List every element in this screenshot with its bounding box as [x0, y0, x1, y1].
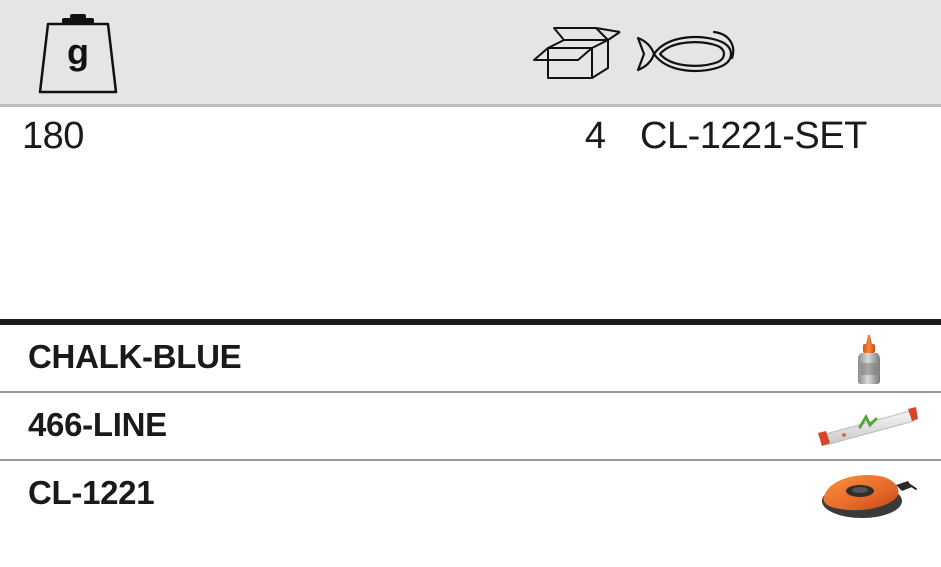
- weight-icon: [38, 14, 118, 94]
- parts-list-item: CL-1221: [0, 461, 941, 527]
- row-divider: [0, 459, 941, 461]
- package-quantity-value: 4: [584, 115, 606, 157]
- part-label-466-line: 466-LINE: [28, 406, 167, 443]
- header-band: [0, 0, 941, 104]
- open-box-icon: [533, 27, 621, 79]
- chalk-line-image: [818, 407, 918, 446]
- product-code-value: CL-1221-SET: [640, 115, 867, 157]
- part-label-chalk-blue: CHALK-BLUE: [28, 338, 242, 375]
- chalk-reel-image: [822, 475, 917, 518]
- weight-unit-label: g: [67, 31, 89, 72]
- fish-icon: [636, 30, 735, 72]
- chalk-bottle-image: [858, 335, 880, 384]
- parts-list-top-rule: [0, 319, 941, 325]
- header-divider: [0, 104, 941, 107]
- parts-list-item: CHALK-BLUE: [0, 325, 941, 391]
- row-divider: [0, 391, 941, 393]
- product-weight-value: 180: [22, 115, 84, 157]
- parts-list-item: 466-LINE: [0, 393, 941, 459]
- part-label-cl-1221: CL-1221: [28, 474, 155, 511]
